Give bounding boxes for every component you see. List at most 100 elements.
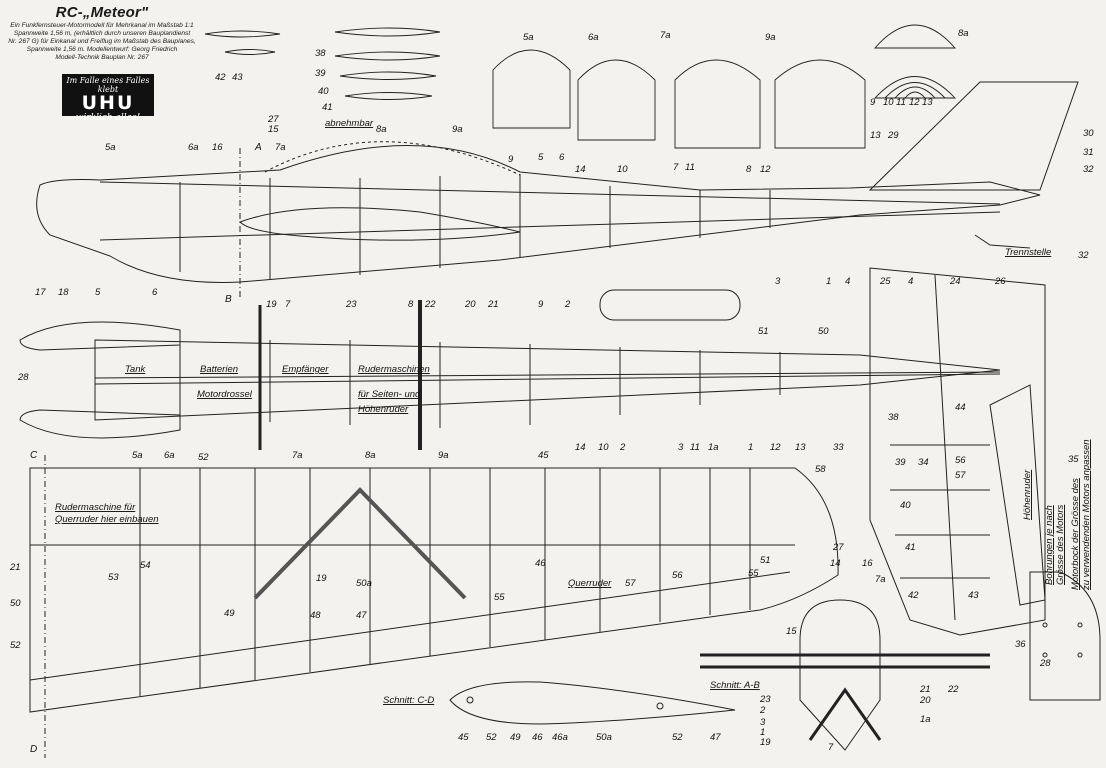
part-number-22: 22 <box>947 684 959 695</box>
part-number-7: 7 <box>828 742 834 753</box>
fuselage-side-view <box>36 81 1079 283</box>
part-number-52: 52 <box>486 732 497 743</box>
motor-mount <box>1029 571 1101 701</box>
part-number-8a: 8a <box>365 450 376 461</box>
part-number-7a: 7a <box>660 30 671 41</box>
airfoil-section <box>449 681 736 725</box>
part-number-28: 28 <box>17 372 29 383</box>
part-number-8a: 8a <box>958 28 969 39</box>
part-number-1: 1 <box>748 442 753 453</box>
part-number-46: 46 <box>532 732 543 743</box>
part-number-10: 10 <box>617 164 628 175</box>
part-number-43: 43 <box>968 590 979 601</box>
part-number-32: 32 <box>1078 250 1089 261</box>
part-number-5a: 5a <box>523 32 534 43</box>
label-trennstelle: Trennstelle <box>1005 247 1051 258</box>
label-tank: Tank <box>125 364 146 375</box>
part-number-33: 33 <box>833 442 844 453</box>
part-number-5a: 5a <box>105 142 116 153</box>
label-schnitt-cd: Schnitt: C-D <box>383 695 434 706</box>
label-rudermaschinen: Rudermaschinen <box>358 364 430 375</box>
label-bohrungen-1: Bohrungen je nach <box>1044 505 1055 585</box>
label-abnehmbar: abnehmbar <box>325 118 374 129</box>
label-rudermaschine-fuer: Rudermaschine für <box>55 502 136 513</box>
part-number-57: 57 <box>955 470 966 481</box>
part-number-56: 56 <box>672 570 683 581</box>
part-number-55: 55 <box>494 592 505 603</box>
part-number-9a: 9a <box>452 124 463 135</box>
part-number-5: 5 <box>95 287 101 298</box>
part-number-19: 19 <box>760 737 771 748</box>
part-number-14: 14 <box>830 558 841 569</box>
label-querruder-hier: Querruder hier einbauen <box>55 514 159 525</box>
part-number-24: 24 <box>949 276 961 287</box>
part-number-51: 51 <box>758 326 769 337</box>
part-number-34: 34 <box>918 457 929 468</box>
part-number-2: 2 <box>759 705 766 716</box>
plan-description: Ein Funkfernsteuer-Motormodell für Mehrk… <box>8 22 196 61</box>
part-number-52: 52 <box>10 640 21 651</box>
part-number-7: 7 <box>285 299 291 310</box>
part-number-21: 21 <box>919 684 931 695</box>
section-letter-d: D <box>30 744 37 755</box>
part-number-18: 18 <box>58 287 69 298</box>
part-number-3: 3 <box>760 717 766 728</box>
part-number-45: 45 <box>458 732 469 743</box>
part-number-51: 51 <box>760 555 771 566</box>
part-number-47: 47 <box>356 610 367 621</box>
part-number-38: 38 <box>888 412 899 423</box>
part-number-25: 25 <box>879 276 891 287</box>
label-fuer-seiten: für Seiten- und <box>358 389 421 400</box>
part-number-12: 12 <box>909 97 920 108</box>
part-number-9a: 9a <box>765 32 776 43</box>
section-letter-c: C <box>30 450 38 461</box>
part-number-36: 36 <box>1015 639 1026 650</box>
part-number-32: 32 <box>1083 164 1094 175</box>
part-number-21: 21 <box>9 562 21 573</box>
part-number-42: 42 <box>908 590 919 601</box>
part-number-53: 53 <box>108 572 119 583</box>
wing-plan <box>29 467 839 713</box>
part-number-46: 46 <box>535 558 546 569</box>
part-number-9: 9 <box>538 299 544 310</box>
part-number-3: 3 <box>775 276 781 287</box>
part-number-52: 52 <box>672 732 683 743</box>
part-number-54: 54 <box>140 560 151 571</box>
label-schnitt-ab: Schnitt: A-B <box>710 680 760 691</box>
part-number-45: 45 <box>538 450 549 461</box>
part-number-39: 39 <box>315 68 326 79</box>
part-number-6: 6 <box>559 152 565 163</box>
part-number-1: 1 <box>826 276 831 287</box>
part-number-40: 40 <box>318 86 329 97</box>
part-number-12: 12 <box>770 442 781 453</box>
part-number-50: 50 <box>10 598 21 609</box>
part-number-26: 26 <box>994 276 1006 287</box>
part-number-9: 9 <box>870 97 876 108</box>
part-number-15: 15 <box>268 124 279 135</box>
part-number-10: 10 <box>598 442 609 453</box>
part-number-13: 13 <box>795 442 806 453</box>
part-number-38: 38 <box>315 48 326 59</box>
part-number-6a: 6a <box>164 450 175 461</box>
part-number-8: 8 <box>408 299 414 310</box>
part-number-58: 58 <box>815 464 826 475</box>
part-number-11: 11 <box>690 442 700 453</box>
part-number-27: 27 <box>832 542 844 553</box>
part-number-9: 9 <box>508 154 514 165</box>
section-letter-b: B <box>225 294 232 305</box>
part-number-20: 20 <box>464 299 476 310</box>
stabilizer <box>869 267 1046 636</box>
part-number-7a: 7a <box>875 574 886 585</box>
part-number-7: 7 <box>673 162 679 173</box>
part-number-50a: 50a <box>356 578 372 589</box>
part-number-11: 11 <box>685 162 695 173</box>
part-number-8: 8 <box>746 164 752 175</box>
part-number-15: 15 <box>786 626 797 637</box>
part-number-46a: 46a <box>552 732 568 743</box>
part-number-17: 17 <box>35 287 46 298</box>
wing-rib-templates <box>204 27 441 100</box>
part-number-5: 5 <box>538 152 544 163</box>
part-number-6a: 6a <box>188 142 199 153</box>
part-number-41: 41 <box>322 102 333 113</box>
part-number-19: 19 <box>266 299 277 310</box>
